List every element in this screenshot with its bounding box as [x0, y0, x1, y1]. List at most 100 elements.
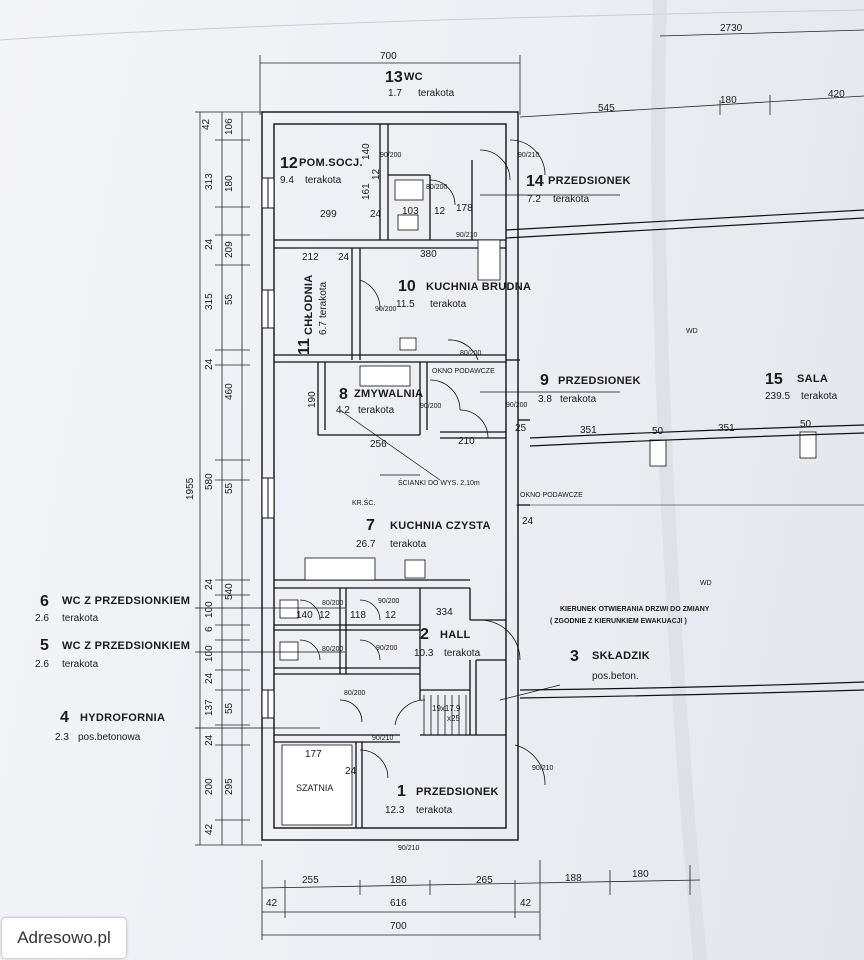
dim-left-24e: 24 [204, 734, 215, 746]
dim-inner-103: 103 [402, 206, 419, 217]
note-stairs-2: x25 [447, 714, 460, 723]
door-label: 90/200 [380, 152, 402, 159]
dim-left-24a: 24 [204, 238, 215, 250]
room-1-number: 1 [397, 783, 406, 800]
room-8-finish: terakota [358, 405, 395, 416]
leader-lines [195, 194, 620, 729]
door-label: 90/210 [372, 735, 394, 742]
dim-bottom-42a: 42 [266, 898, 278, 909]
room-6-finish: terakota [62, 613, 99, 624]
door-label: 90/200 [506, 402, 528, 409]
dim-top-545: 545 [598, 103, 615, 114]
door-label: 90/210 [398, 845, 420, 852]
room-7-finish: terakota [390, 539, 427, 550]
dim-bottom-700: 700 [390, 921, 407, 932]
room-11-name: CHŁODNIA [303, 274, 315, 335]
dim-left-24b: 24 [204, 358, 215, 370]
dim-inner-24d: 24 [345, 766, 357, 777]
dim-top-2730: 2730 [720, 23, 743, 34]
room-4-area: 2.3 [55, 732, 69, 743]
room-5-area: 2.6 [35, 659, 49, 670]
door-label: 80/200 [322, 600, 344, 607]
room-14-finish: terakota [553, 194, 590, 205]
room-5-finish: terakota [62, 659, 99, 670]
dim-inner-50b: 50 [800, 419, 812, 430]
dim-top-180: 180 [720, 95, 737, 106]
room-15-name: SALA [797, 373, 829, 385]
room-12-finish: terakota [305, 175, 342, 186]
room-1-name: PRZEDSIONEK [416, 786, 499, 798]
note-stairs: 19x17.9 [432, 704, 461, 713]
room-13-finish: terakota [418, 88, 455, 99]
room-3-finish: pos.beton. [592, 671, 639, 682]
dim-inner-24b: 24 [338, 252, 350, 263]
dim-inner-210: 210 [458, 436, 475, 447]
room-10-area: 11.5 [396, 299, 415, 310]
room-9-number: 9 [540, 372, 549, 389]
room-2-number: 2 [420, 626, 429, 643]
dim-left-315: 315 [204, 293, 215, 310]
note-okno-podawcze-2: OKNO PODAWCZE [520, 492, 583, 499]
dim-inner-12a: 12 [371, 168, 382, 180]
door-label: 80/200 [460, 350, 482, 357]
room-14-area: 7.2 [527, 194, 541, 205]
dim-inner-256: 256 [370, 439, 387, 450]
door-label: 90/200 [376, 645, 398, 652]
room-9-finish: terakota [560, 394, 597, 405]
room-8-area: 4.2 [336, 405, 350, 416]
dim-inner-178: 178 [456, 203, 473, 214]
dim-left-1955: 1955 [185, 477, 196, 500]
dim-left-580: 580 [204, 473, 215, 490]
room-14-name: PRZEDSIONEK [548, 175, 631, 187]
dim-left-460: 460 [224, 383, 235, 400]
dim-inner-161: 161 [361, 183, 372, 200]
dim-left-180: 180 [224, 175, 235, 192]
watermark-logo[interactable]: Adresowo.pl [2, 918, 126, 958]
door-label: 90/210 [456, 232, 478, 239]
room-15-finish: terakota [801, 391, 838, 402]
dim-inner-334: 334 [436, 607, 453, 618]
room-2-area: 10.3 [414, 648, 434, 659]
door-label: 90/200 [420, 403, 442, 410]
left-windows [261, 177, 275, 719]
dim-left-55b: 55 [224, 482, 235, 494]
dim-left-55a: 55 [224, 293, 235, 305]
dim-bottom-265: 265 [476, 875, 493, 886]
room-14-number: 14 [526, 173, 544, 190]
left-dimension-lines [195, 111, 262, 846]
room-3-name: SKŁADZIK [592, 650, 651, 662]
room-11-finish: terakota [318, 281, 329, 318]
dim-inner-190: 190 [307, 391, 318, 408]
dim-left-42b: 42 [204, 823, 215, 835]
dim-bottom-255: 255 [302, 875, 319, 886]
dim-inner-12d: 12 [385, 610, 397, 621]
door-label: 90/210 [518, 152, 540, 159]
note-wd-2: WD [700, 580, 712, 587]
room-10-finish: terakota [430, 299, 467, 310]
note-kierunek-line2: ( ZGODNIE Z KIERUNKIEM EWAKUACJI ) [550, 618, 687, 625]
room-1-finish: terakota [416, 805, 453, 816]
door-label: 80/200 [344, 690, 366, 697]
dim-left-209: 209 [224, 241, 235, 258]
dim-left-313: 313 [204, 173, 215, 190]
room-11-number: 11 [296, 338, 313, 355]
dim-left-24d: 24 [204, 672, 215, 684]
dim-inner-299: 299 [320, 209, 337, 220]
dim-inner-140b: 140 [296, 610, 313, 621]
room-2-finish: terakota [444, 648, 481, 659]
dim-left-200: 200 [204, 778, 215, 795]
room-15-area: 239.5 [765, 391, 791, 402]
door-swings [299, 139, 546, 786]
door-label: 90/210 [532, 765, 554, 772]
dim-inner-24c: 24 [522, 516, 534, 527]
room-1-area: 12.3 [385, 805, 405, 816]
dim-bottom-616: 616 [390, 898, 407, 909]
room-8-number: 8 [339, 386, 348, 403]
dim-top-700: 700 [380, 51, 397, 62]
door-label: 80/200 [426, 184, 448, 191]
room-6-number: 6 [40, 593, 49, 610]
dim-inner-380: 380 [420, 249, 437, 260]
outer-walls [261, 111, 519, 841]
dim-bottom-188: 188 [565, 873, 582, 884]
